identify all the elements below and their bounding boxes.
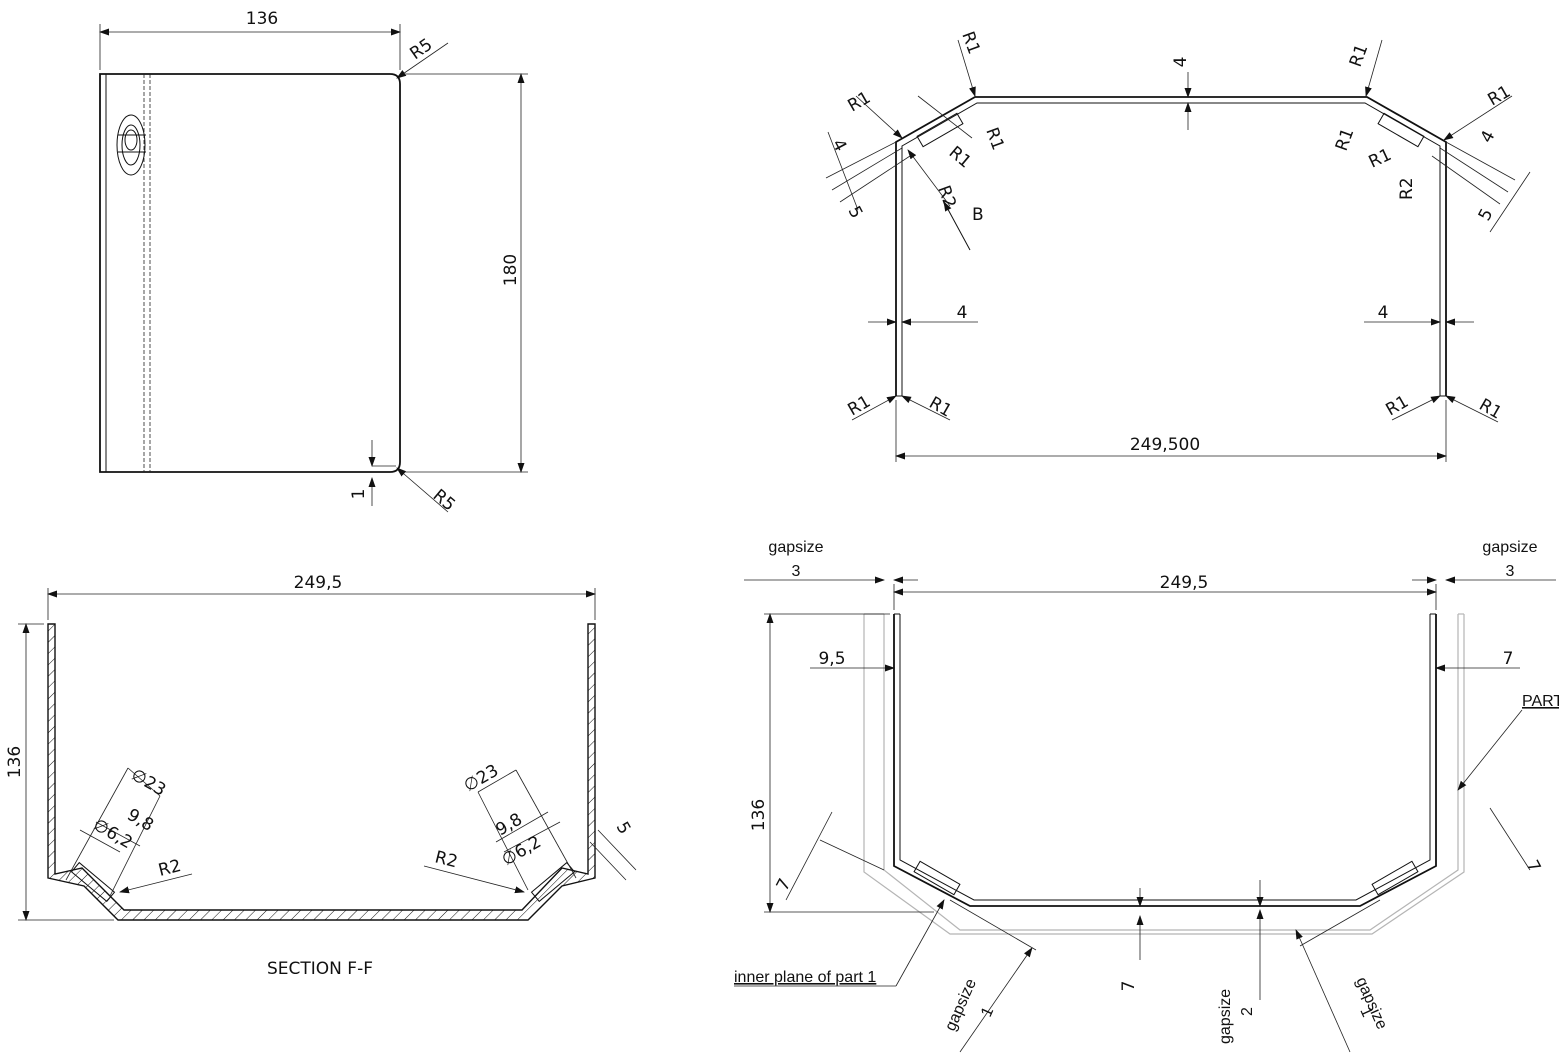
assembly-gapsize-2-value: 2	[1239, 1007, 1256, 1016]
assembly-part-label: PART 1	[1522, 693, 1559, 710]
top-radius-label: R1	[1485, 82, 1515, 111]
top-radius-label: R1	[957, 29, 984, 57]
assembly-gapsize-right-value: 3	[1506, 563, 1515, 580]
top-right-bevel-thickness: 4	[1477, 127, 1500, 146]
detail-b-arrow	[943, 201, 971, 251]
assembly-width-dimension: 249,5	[1160, 573, 1209, 593]
side-height-dimension: 180	[501, 254, 521, 286]
assembly-gapsize-right-label: gapsize	[1482, 539, 1537, 556]
assembly-hinge-right	[1371, 860, 1419, 896]
top-right-thickness: 4	[1378, 303, 1389, 323]
top-radius-label: R1	[981, 125, 1008, 153]
section-right-radius: R2	[433, 847, 460, 872]
top-view-hinge-left	[916, 112, 964, 148]
assembly-hinge-left	[913, 860, 961, 896]
section-right-diameter-big: ∅23	[461, 761, 503, 797]
top-radius-r2-right: R2	[1397, 177, 1417, 200]
top-view-outer-profile	[895, 96, 1447, 396]
section-view: 249,5 136 ∅23 9,8 ∅6,2 R2 ∅23 9,8 ∅6,2 R…	[5, 573, 637, 979]
top-radius-label: R1	[845, 392, 875, 421]
section-title: SECTION F-F	[267, 959, 373, 979]
top-left-gap: 5	[844, 203, 867, 222]
assembly-height-dimension: 136	[749, 799, 769, 831]
side-width-dimension: 136	[246, 9, 278, 29]
assembly-right-seven: 7	[1522, 857, 1545, 876]
assembly-view: gapsize 3 gapsize 3 249,5 136 9,5 7 PART…	[734, 539, 1559, 1053]
top-radius-label: R1	[845, 88, 875, 117]
side-radius-bottom: R5	[429, 486, 459, 516]
section-height-dimension: 136	[5, 746, 25, 778]
section-hinge-left	[70, 861, 116, 903]
section-gap-dimension: 5	[612, 819, 635, 838]
assembly-part1-ghost-inner	[863, 614, 1465, 935]
assembly-bottom-seven: 7	[1119, 981, 1139, 992]
section-width-dimension: 249,5	[294, 573, 343, 593]
top-radius-label: R1	[926, 393, 956, 422]
assembly-main-outer	[893, 614, 1437, 907]
section-left-diameter-big: ∅23	[128, 765, 170, 801]
detail-b-marker: B	[972, 205, 984, 225]
hinge-detail	[116, 114, 146, 176]
top-view-inner-profile	[901, 102, 1441, 396]
assembly-left-seven: 7	[773, 875, 796, 894]
top-radius-label: R1	[1383, 392, 1413, 421]
top-right-gap: 5	[1475, 205, 1498, 224]
top-radius-label: R1	[945, 143, 975, 173]
top-radius-label: R1	[1366, 145, 1395, 173]
assembly-gapsize-2-label: gapsize	[1217, 989, 1234, 1044]
side-view-outline	[99, 73, 401, 473]
side-view: 136 180 R5 R5 1	[99, 9, 528, 516]
assembly-left-dimension: 9,5	[818, 649, 845, 669]
top-width-dimension: 249,500	[1130, 435, 1200, 455]
assembly-right-dimension: 7	[1503, 649, 1514, 669]
top-thickness-dimension: 4	[1171, 57, 1191, 68]
assembly-gapsize-left-value: 3	[792, 563, 801, 580]
top-radius-label: R1	[1476, 395, 1506, 424]
assembly-gapsize-1-right-label: gapsize	[1352, 975, 1390, 1032]
assembly-part1-ghost	[883, 614, 1459, 931]
assembly-gapsize-1-left-label: gapsize	[942, 976, 980, 1033]
assembly-inner-plane-label: inner plane of part 1	[734, 969, 876, 986]
top-radius-label: R1	[1332, 126, 1359, 154]
top-left-thickness: 4	[957, 303, 968, 323]
side-offset-dimension: 1	[349, 489, 369, 500]
side-radius-top: R5	[406, 35, 436, 64]
top-radius-label: R1	[1346, 42, 1373, 70]
section-right-spacing: 9,8	[493, 809, 526, 840]
top-view: 249,500 4 4 4 4 5 4 5 R1 R1 R1 R1 R1	[825, 29, 1531, 462]
top-view-hinge-right	[1377, 112, 1425, 148]
section-hinge-right	[530, 861, 576, 903]
assembly-gapsize-1-left-value: 1	[978, 1004, 997, 1019]
assembly-main-inner	[899, 614, 1431, 901]
assembly-gapsize-left-label: gapsize	[768, 539, 823, 556]
